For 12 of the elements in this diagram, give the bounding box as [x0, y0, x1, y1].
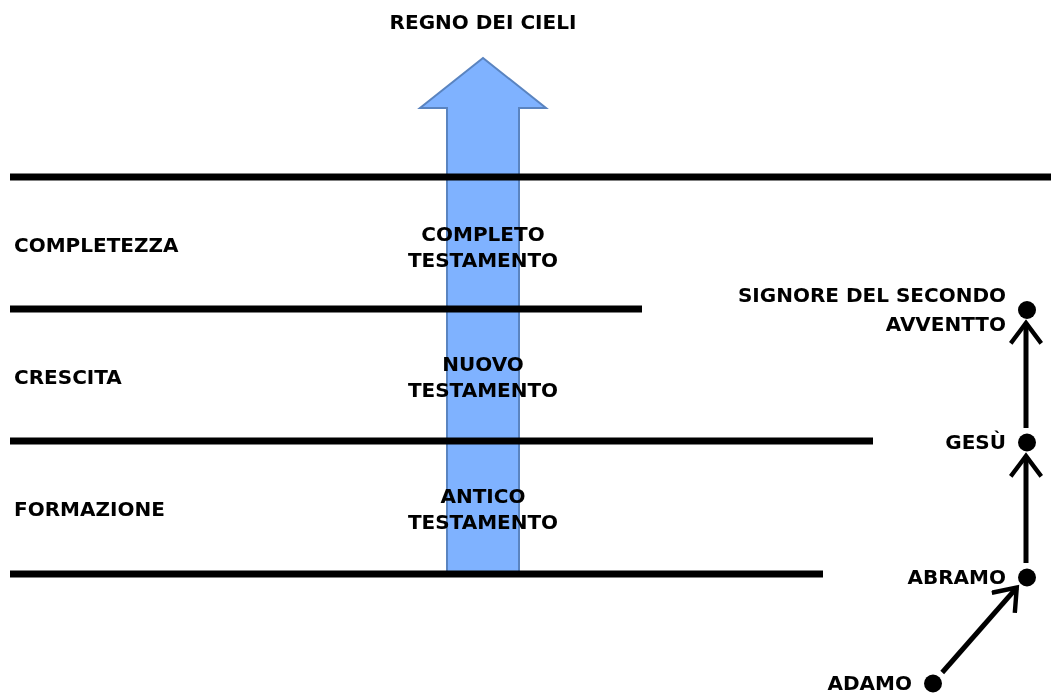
goal-label: REGNO DEI CIELI	[389, 10, 577, 34]
arrow	[1008, 453, 1044, 563]
milestone-label: GESÙ	[945, 428, 1006, 456]
big-arrow	[417, 56, 549, 573]
stage-label: CRESCITA	[14, 364, 122, 390]
stage-label: FORMAZIONE	[14, 496, 165, 522]
arrow	[940, 585, 1019, 675]
arrow	[1008, 320, 1044, 428]
milestone-label: ADAMO	[827, 669, 912, 697]
milestone-label: SIGNORE DEL SECONDO AVVENTTO	[736, 282, 1006, 338]
milestone-label: ABRAMO	[907, 563, 1006, 591]
stage-label: COMPLETEZZA	[14, 232, 179, 258]
